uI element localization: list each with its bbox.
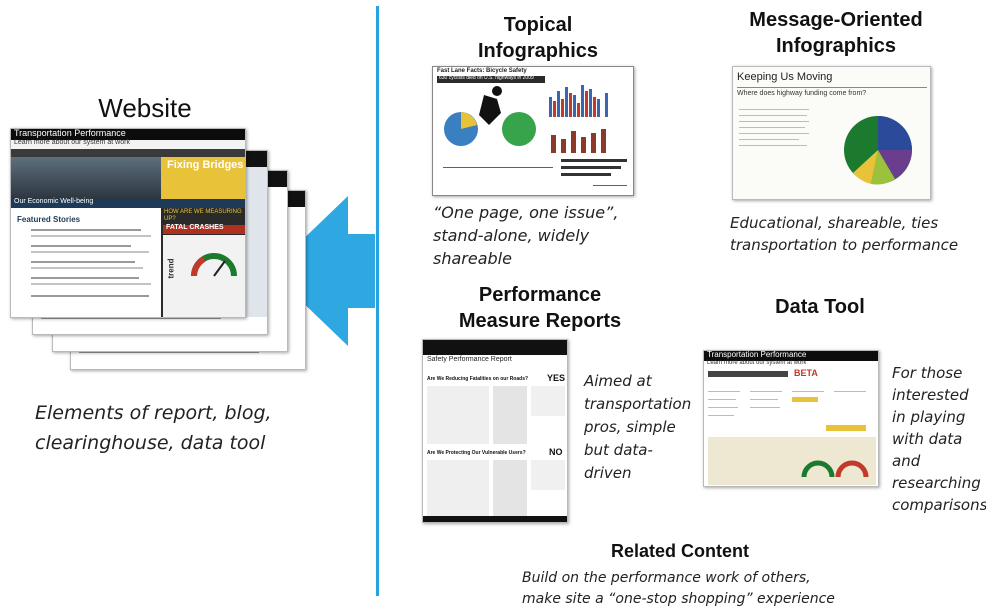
reports-thumb-a1: YES — [547, 373, 566, 383]
reports-caption: Aimed at transportation pros, simple but… — [584, 372, 692, 482]
message-infographic-thumb: Keeping Us Moving Where does highway fun… — [732, 66, 931, 200]
comparison-gauges-icon — [801, 460, 869, 478]
topical-thumb-stat: 630 cyclists died on U.S. highways in 20… — [439, 75, 534, 81]
data-tool-thumb: Transportation Performance Learn more ab… — [703, 350, 879, 487]
reports-title: Performance Measure Reports — [458, 284, 622, 332]
website-thumb-featured: Featured Stories — [17, 215, 81, 224]
mini-bar-chart — [549, 85, 608, 117]
datatool-thumb-beta: BETA — [794, 368, 818, 378]
reports-thumb-title: Safety Performance Report — [427, 356, 512, 363]
datatool-caption: For those interested in playing with dat… — [892, 364, 986, 514]
gauge-icon — [191, 253, 237, 277]
topical-caption: “One page, one issue”, stand-alone, wide… — [433, 203, 619, 268]
left-arrow-icon — [270, 196, 375, 346]
topical-title: Topical Infographics — [477, 14, 598, 62]
divider-line — [376, 6, 379, 596]
datatool-title: Data Tool — [775, 296, 865, 318]
website-caption: Elements of report, blog, clearinghouse,… — [35, 402, 272, 454]
message-thumb-title: Keeping Us Moving — [737, 71, 833, 83]
website-thumb-trend: trend — [166, 258, 176, 279]
reports-thumb-a2: NO — [549, 447, 563, 457]
message-title: Message-Oriented Infographics — [749, 9, 923, 57]
website-title: Website — [98, 93, 192, 123]
website-thumb-header: Transportation Performance — [14, 128, 126, 138]
website-thumb-section: Our Economic Well-being — [14, 198, 94, 205]
related-caption: Build on the performance work of others,… — [522, 570, 835, 607]
topical-infographic-thumb: Fast Lane Facts: Bicycle Safety 630 cycl… — [432, 66, 634, 196]
mini-bar-chart-2 — [551, 129, 606, 153]
topical-thumb-title: Fast Lane Facts: Bicycle Safety — [437, 68, 527, 74]
message-thumb-question: Where does highway funding come from? — [737, 90, 867, 97]
website-thumb-banner: Fixing Bridges — [167, 159, 244, 171]
reports-thumb-q2: Are We Protecting Our Vulnerable Users? — [427, 450, 526, 456]
related-title: Related Content — [610, 541, 749, 561]
reports-thumb-q1: Are We Reducing Fatalities on our Roads? — [427, 376, 529, 382]
website-thumb-subheader: Learn more about our system at work — [14, 139, 130, 146]
performance-report-thumb: Safety Performance Report Are We Reducin… — [422, 339, 568, 523]
website-thumb-fatal: FATAL CRASHES — [166, 224, 224, 231]
funding-pie-chart — [844, 116, 912, 185]
datatool-thumb-header: Transportation Performance — [707, 350, 807, 359]
message-caption: Educational, shareable, ties transportat… — [730, 214, 959, 254]
datatool-thumb-subheader: Learn more about our system at work — [707, 360, 807, 366]
website-page-front: Transportation Performance Learn more ab… — [10, 128, 246, 318]
cyclist-icon — [444, 86, 536, 146]
website-thumb-measuring: HOW ARE WE MEASURING UP? — [164, 209, 242, 222]
